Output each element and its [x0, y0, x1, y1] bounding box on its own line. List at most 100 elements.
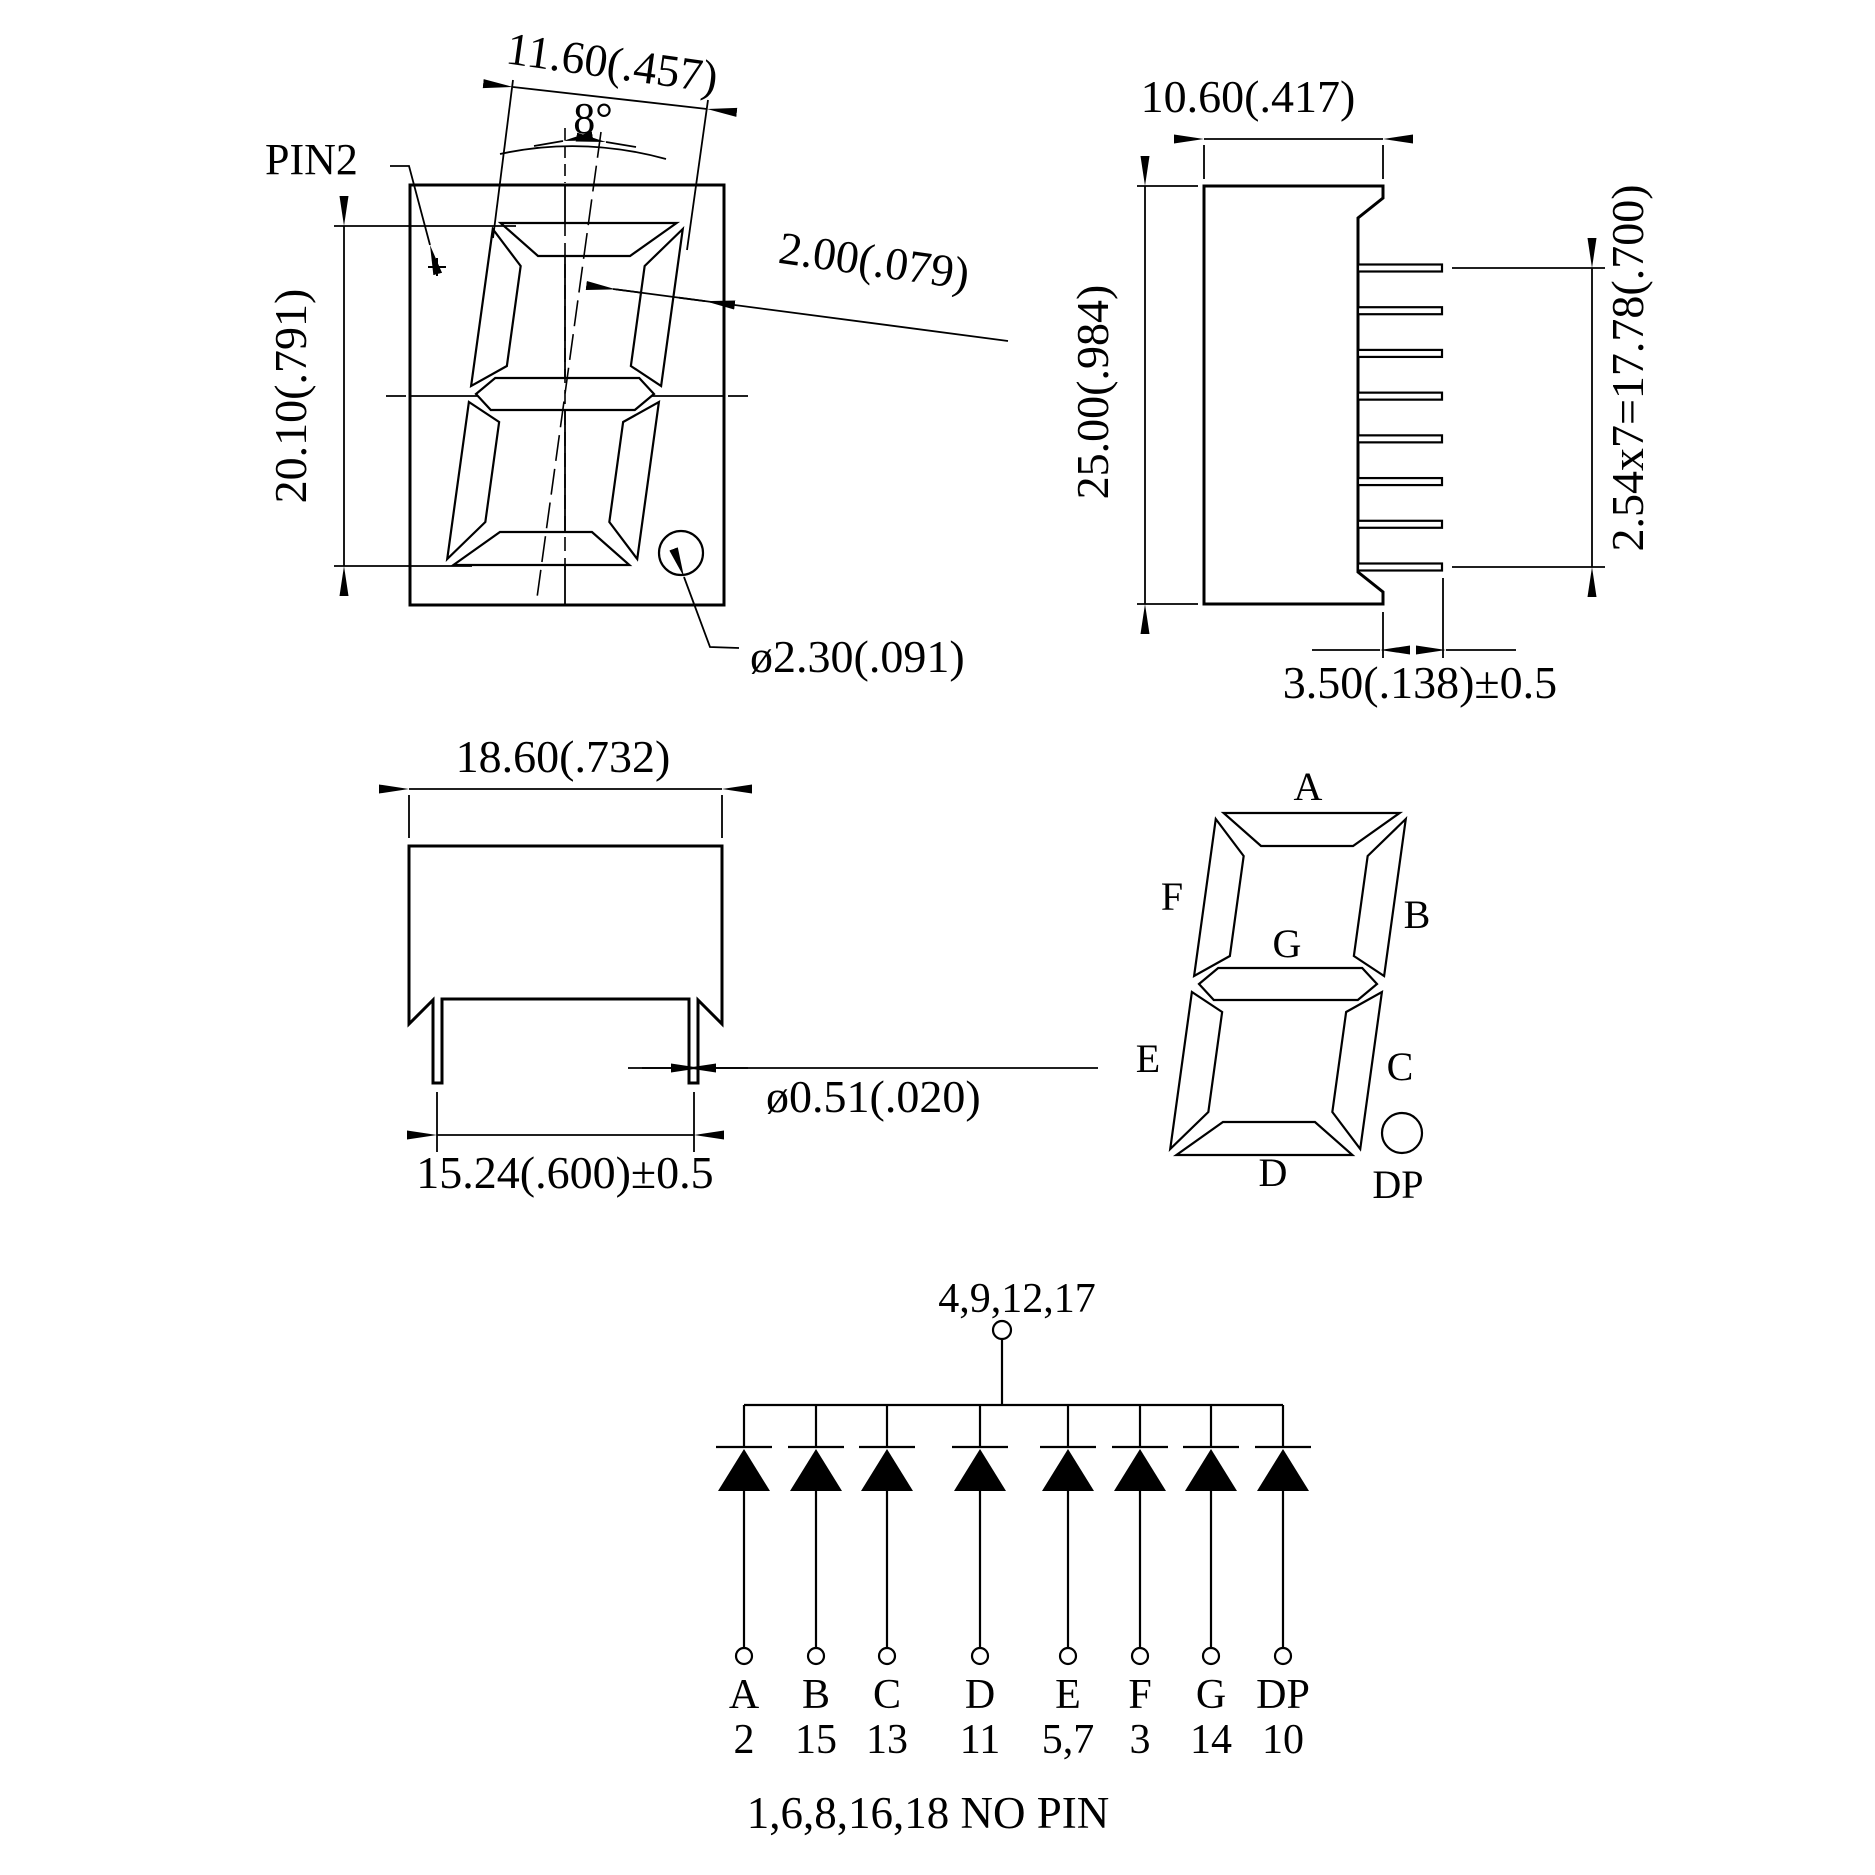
- side-pin: [1356, 391, 1444, 401]
- side-pin: [1356, 434, 1444, 444]
- segment-shape-f: [469, 226, 522, 389]
- branch-segment-label: B: [802, 1672, 830, 1718]
- height-dim: 25.00(.984): [1067, 285, 1118, 500]
- terminal-circle: [1201, 1646, 1221, 1666]
- side-pin: [1356, 519, 1444, 529]
- diode-triangle: [718, 1449, 770, 1491]
- branch-segment-label: DP: [1256, 1672, 1310, 1718]
- segment-shape-a: [1220, 811, 1404, 848]
- segment-label-e: E: [1136, 1036, 1160, 1081]
- segment-shape-d: [1172, 1120, 1356, 1157]
- diode-triangle: [954, 1449, 1006, 1491]
- terminal-circle: [734, 1646, 754, 1666]
- side-view: 10.60(.417) 25.00(.984) 2.54x7=17.78(.70…: [1067, 71, 1653, 708]
- seg-width-dim: 2.00(.079): [776, 222, 973, 299]
- pin2-leader: [390, 165, 443, 276]
- segment-map: A B C D E F G DP: [1136, 764, 1431, 1207]
- branch-segment-label: C: [873, 1672, 901, 1718]
- diode-triangle: [790, 1449, 842, 1491]
- branch-pin-number: 15: [795, 1717, 837, 1763]
- terminal-circle: [970, 1646, 990, 1666]
- pin2-plus-mark: [428, 258, 446, 276]
- circuit-branch: C13: [859, 1405, 915, 1763]
- circuit-branch: B15: [788, 1405, 844, 1763]
- segment-map-dp-circle: [1380, 1111, 1424, 1155]
- char-width-dim: 11.60(.457): [503, 23, 721, 103]
- segment-shape-b: [1352, 815, 1408, 978]
- segment-shape-d: [449, 530, 633, 567]
- terminal-circle: [1058, 1646, 1078, 1666]
- segment-shape-e: [445, 400, 501, 563]
- segment-shape-f: [1192, 816, 1245, 979]
- no-pin-note: 1,6,8,16,18 NO PIN: [747, 1788, 1110, 1838]
- segment-shape-e: [1168, 990, 1224, 1153]
- dp-diameter-dim: ø2.30(.091): [750, 631, 965, 682]
- diode-triangle: [1257, 1449, 1309, 1491]
- width-dim: 18.60(.732): [456, 731, 671, 782]
- char-width-dim-line: [482, 79, 738, 117]
- segment-shape-c: [608, 399, 661, 562]
- segment-map-digit: [1168, 811, 1408, 1157]
- common-pins-label: 4,9,12,17: [938, 1276, 1096, 1322]
- diode-triangle: [861, 1449, 913, 1491]
- segment-label-g: G: [1273, 921, 1302, 966]
- branch-segment-label: A: [729, 1672, 760, 1718]
- pin2-label: PIN2: [265, 135, 358, 184]
- circuit-branch: A2: [716, 1405, 772, 1763]
- branch-segment-label: D: [965, 1672, 995, 1718]
- terminal-circle: [1273, 1646, 1293, 1666]
- branch-segment-label: G: [1196, 1672, 1226, 1718]
- front-dp-circle: [657, 529, 705, 577]
- seg-width-leader: [612, 288, 1009, 342]
- circuit-branch: F3: [1112, 1405, 1168, 1763]
- pin-pitch-dim: 15.24(.600)±0.5: [416, 1147, 713, 1198]
- depth-dim: 10.60(.417): [1141, 71, 1356, 122]
- pin-row-dim: 2.54x7=17.78(.700): [1602, 184, 1653, 551]
- segment-shape-c: [1331, 989, 1384, 1152]
- dp-leader: [669, 547, 740, 649]
- segment-label-a: A: [1294, 764, 1323, 809]
- pin-diameter-dim: ø0.51(.020): [766, 1071, 981, 1122]
- front-view: PIN2 11.60(.457) 8° 20.10(.791) 2.00(.07…: [265, 23, 1009, 682]
- segment-label-b: B: [1404, 892, 1431, 937]
- common-terminal: [991, 1319, 1013, 1341]
- segment-shape-g: [1197, 966, 1379, 1002]
- segment-label-dp: DP: [1372, 1162, 1423, 1207]
- branch-segment-label: F: [1128, 1672, 1151, 1718]
- diode-triangle: [1185, 1449, 1237, 1491]
- diode-triangle: [1114, 1449, 1166, 1491]
- branch-pin-number: 10: [1262, 1717, 1304, 1763]
- branch-pin-number: 13: [866, 1717, 908, 1763]
- circuit-branch: E5,7: [1040, 1405, 1096, 1763]
- angle-arc: [499, 145, 667, 160]
- branch-pin-number: 11: [960, 1717, 1000, 1763]
- terminal-circle: [1130, 1646, 1150, 1666]
- side-pin: [1356, 306, 1444, 316]
- char-height-dim: 20.10(.791): [265, 289, 316, 504]
- tilt-angle-dim: 8°: [573, 94, 613, 143]
- circuit-branch: D11: [952, 1405, 1008, 1763]
- branch-pin-number: 2: [734, 1717, 755, 1763]
- segment-label-c: C: [1387, 1044, 1414, 1089]
- pin-length-dim: 3.50(.138)±0.5: [1283, 657, 1557, 708]
- tilt-axis-line: [535, 131, 602, 606]
- side-body-outline: [1202, 184, 1385, 606]
- circuit-branch: G14: [1183, 1405, 1239, 1763]
- segment-label-d: D: [1259, 1150, 1288, 1195]
- side-pin: [1356, 348, 1444, 359]
- bottom-body-outline: [407, 844, 724, 1085]
- branch-pin-number: 14: [1190, 1717, 1232, 1763]
- bottom-view: 18.60(.732) ø0.51(.020) 15.24(.600)±0.5: [379, 731, 1098, 1198]
- branch-pin-number: 5,7: [1042, 1717, 1095, 1763]
- terminal-circle: [806, 1646, 826, 1666]
- segment-shape-a: [497, 221, 681, 258]
- branch-pin-number: 3: [1130, 1717, 1151, 1763]
- side-pin: [1356, 562, 1444, 572]
- terminal-circle: [877, 1646, 897, 1666]
- segment-shape-b: [629, 225, 685, 388]
- branch-segment-label: E: [1055, 1672, 1081, 1718]
